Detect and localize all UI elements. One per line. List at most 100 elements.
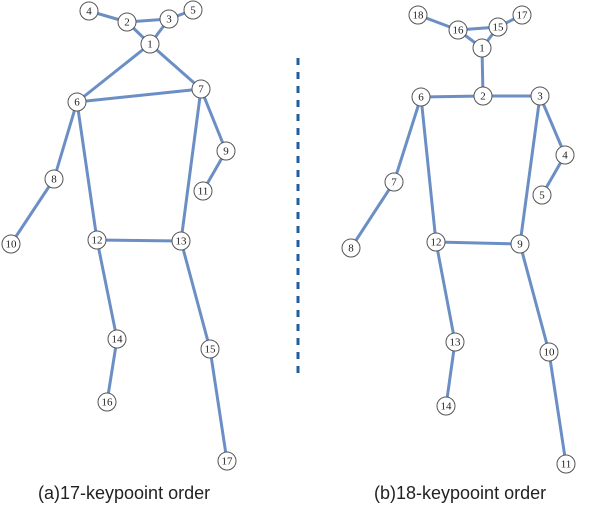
joint-circle xyxy=(341,238,361,258)
joint-circle xyxy=(448,20,468,40)
bone-7-9 xyxy=(199,87,228,153)
joint-circle xyxy=(44,169,64,189)
joint-label: 9 xyxy=(223,146,229,158)
bone-6-8 xyxy=(52,100,79,181)
joint-14: 14 xyxy=(107,329,127,349)
bone-12-14 xyxy=(95,238,119,341)
joint-label: 17 xyxy=(517,10,529,22)
joint-label: 1 xyxy=(479,43,485,55)
bone-9-10 xyxy=(518,242,551,354)
joint-label: 6 xyxy=(74,97,80,109)
joint-circle xyxy=(117,12,137,32)
joint-17: 17 xyxy=(217,451,237,471)
joint-15: 15 xyxy=(488,17,508,37)
joint-6: 6 xyxy=(67,92,87,112)
joint-label: 8 xyxy=(348,243,354,255)
joint-1: 1 xyxy=(140,34,160,54)
bone-1-6 xyxy=(75,42,152,104)
joint-circle xyxy=(488,17,508,37)
joint-circle xyxy=(426,232,446,252)
joint-label: 16 xyxy=(453,25,465,37)
joint-4: 4 xyxy=(555,145,575,165)
bone-6-7 xyxy=(392,95,423,184)
joint-label: 5 xyxy=(190,5,196,17)
joint-label: 14 xyxy=(441,401,453,413)
joint-circle xyxy=(411,87,431,107)
bone-10-11 xyxy=(547,350,568,466)
joint-label: 16 xyxy=(102,397,114,409)
joint-circle xyxy=(97,392,117,412)
joint-6: 6 xyxy=(411,87,431,107)
joint-circle xyxy=(556,454,576,474)
joint-circle xyxy=(445,332,465,352)
joint-5: 5 xyxy=(183,0,203,20)
joint-circle xyxy=(217,451,237,471)
joint-label: 11 xyxy=(198,186,209,198)
joint-16: 16 xyxy=(448,20,468,40)
joint-2: 2 xyxy=(117,12,137,32)
joint-4: 4 xyxy=(79,1,99,21)
bone-2-6 xyxy=(419,94,485,99)
joint-12: 12 xyxy=(426,232,446,252)
joint-9: 9 xyxy=(510,234,530,254)
joint-circle xyxy=(140,34,160,54)
joint-17: 17 xyxy=(512,5,532,25)
joint-circle xyxy=(183,0,203,20)
joint-circle xyxy=(193,181,213,201)
joint-label: 13 xyxy=(176,236,188,248)
joint-label: 10 xyxy=(544,347,556,359)
bone-3-4 xyxy=(538,94,567,157)
bone-1-7 xyxy=(148,42,203,91)
joint-circle xyxy=(79,1,99,21)
joint-15: 15 xyxy=(200,339,220,359)
bone-7-8 xyxy=(349,180,396,250)
joint-circle xyxy=(107,329,127,349)
joint-12: 12 xyxy=(87,230,107,250)
joint-2: 2 xyxy=(473,86,493,106)
joint-circle xyxy=(87,230,107,250)
joint-label: 4 xyxy=(86,6,92,18)
joint-label: 15 xyxy=(493,22,505,34)
joint-label: 7 xyxy=(198,84,204,96)
bone-12-13 xyxy=(434,240,457,344)
joint-18: 18 xyxy=(408,5,428,25)
bone-12-13 xyxy=(95,238,183,243)
joint-label: 12 xyxy=(92,235,103,247)
joint-circle xyxy=(171,231,191,251)
joint-7: 7 xyxy=(384,172,404,192)
joint-11: 11 xyxy=(556,454,576,474)
joint-circle xyxy=(512,5,532,25)
joint-label: 14 xyxy=(112,334,124,346)
joint-circle xyxy=(191,79,211,99)
joint-circle xyxy=(436,396,456,416)
joint-7: 7 xyxy=(191,79,211,99)
joint-circle xyxy=(539,342,559,362)
joint-circle xyxy=(159,9,179,29)
joint-label: 8 xyxy=(51,174,57,186)
bone-13-14 xyxy=(444,340,457,408)
joint-label: 13 xyxy=(450,337,462,349)
bone-6-12 xyxy=(419,95,438,244)
bone-15-17 xyxy=(208,347,229,463)
bone-13-15 xyxy=(179,239,212,351)
joint-3: 3 xyxy=(159,9,179,29)
skeleton-17-bones xyxy=(9,8,229,463)
joint-circle xyxy=(510,234,530,254)
skeleton-18-bones xyxy=(349,13,568,466)
joint-9: 9 xyxy=(216,141,236,161)
joint-10: 10 xyxy=(1,234,21,254)
joint-label: 18 xyxy=(413,10,425,22)
caption-18-keypoint: (b)18-keypooint order xyxy=(374,483,547,503)
joint-label: 4 xyxy=(562,150,568,162)
joint-label: 6 xyxy=(418,92,424,104)
joint-circle xyxy=(200,339,220,359)
joint-label: 5 xyxy=(539,190,545,202)
joint-16: 16 xyxy=(97,392,117,412)
joint-14: 14 xyxy=(436,396,456,416)
joint-label: 2 xyxy=(124,17,130,29)
joint-8: 8 xyxy=(44,169,64,189)
